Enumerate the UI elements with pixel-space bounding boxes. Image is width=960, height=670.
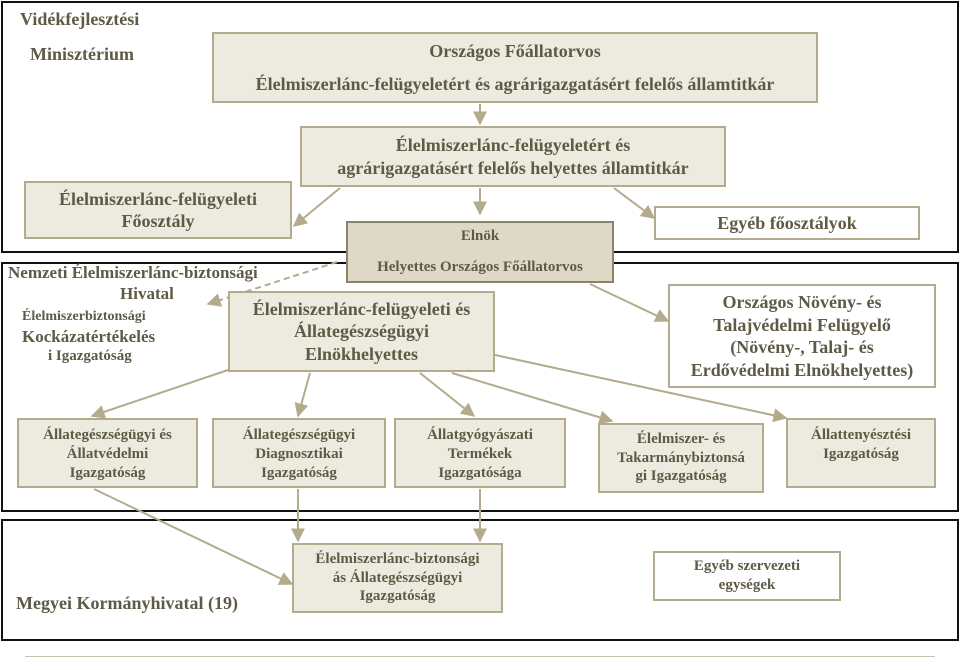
food-chain-department-box: Élelmiszerlánc-felügyeleti Főosztály bbox=[24, 181, 292, 239]
office-name-line1: Nemzeti Élelmiszerlánc-biztonsági bbox=[8, 263, 258, 282]
directorate-line: Igazgatósága bbox=[438, 464, 522, 481]
directorate-animal-breeding: Állattenyésztési Igazgatóság bbox=[786, 418, 936, 488]
arrow-deputy-to-other bbox=[613, 187, 656, 219]
county-office-label: Megyei Kormányhivatal (19) bbox=[16, 593, 238, 613]
president-subtitle: Helyettes Országos Főállatorvos bbox=[377, 259, 583, 275]
plant-inspector-line1: Országos Növény- és bbox=[722, 292, 882, 312]
vice-president-line3: Elnökhelyettes bbox=[304, 343, 418, 364]
directorate-line: Termékek bbox=[447, 445, 513, 462]
risk-assessment-line3: i Igazgatóság bbox=[48, 347, 132, 364]
directorate-line: Takarmánybiztonsá bbox=[617, 449, 745, 466]
arrow-vp-to-dir5 bbox=[494, 354, 788, 423]
arrow-dir1-to-county bbox=[93, 488, 294, 585]
chief-vet-box: Országos Főállatorvos Élelmiszerlánc-fel… bbox=[212, 32, 818, 103]
directorate-diagnostics: Állategészségügyi Diagnosztikai Igazgató… bbox=[212, 418, 386, 488]
directorate-food-feed-safety: Élelmiszer- és Takarmánybiztonsá gi Igaz… bbox=[598, 423, 764, 493]
office-name: Nemzeti Élelmiszerlánc-biztonsági Hivata… bbox=[8, 262, 258, 305]
county-other-units-box: Egyéb szervezeti egységek bbox=[653, 551, 841, 601]
county-food-safety-box: Élelmiszerlánc-biztonsági ás Állategészs… bbox=[292, 543, 503, 613]
arrow-deputy-to-dept bbox=[292, 187, 341, 227]
arrow-vp-to-dir4 bbox=[451, 372, 614, 425]
other-departments-label: Egyéb főosztályok bbox=[717, 212, 857, 233]
plant-inspector-box: Országos Növény- és Talajvédelmi Felügye… bbox=[668, 284, 936, 388]
directorate-line: Diagnosztikai bbox=[255, 445, 343, 462]
county-food-safety-line3: Igazgatóság bbox=[359, 588, 436, 605]
vice-president-line1: Élelmiszerlánc-felügyeleti és bbox=[252, 298, 471, 319]
president-title: Elnök bbox=[460, 228, 500, 245]
food-chain-department-line2: Főosztály bbox=[121, 211, 195, 231]
directorate-line: Állategészségügyi és bbox=[43, 427, 172, 443]
deputy-state-secretary-box: Élelmiszerlánc-felügyeletért és agráriga… bbox=[300, 126, 726, 187]
vice-president-box: Élelmiszerlánc-felügyeleti és Állategész… bbox=[228, 291, 495, 372]
other-departments-box: Egyéb főosztályok bbox=[654, 206, 920, 240]
chief-vet-subtitle: Élelmiszerlánc-felügyeletért és agráriga… bbox=[255, 73, 775, 94]
directorate-line: Állattenyésztési bbox=[811, 427, 911, 443]
directorate-line: Igazgatóság bbox=[69, 464, 146, 481]
ministry-label: Vidékfejlesztési Minisztérium bbox=[20, 8, 139, 65]
ministry-label-line2: Minisztérium bbox=[30, 43, 134, 64]
plant-inspector-line2: Talajvédelmi Felügyelő bbox=[713, 314, 891, 335]
directorate-line: gi Igazgatóság bbox=[635, 468, 727, 485]
directorate-line: Állategészségügyi bbox=[242, 427, 356, 443]
risk-assessment-label: Élelmiszerbiztonsági Kockázatértékelés i… bbox=[22, 308, 155, 366]
arrow-president-to-inspector bbox=[589, 283, 670, 322]
ministry-label-line1: Vidékfejlesztési bbox=[20, 9, 140, 29]
food-chain-department-line1: Élelmiszerlánc-felügyeleti bbox=[59, 188, 257, 209]
chief-vet-title: Országos Főállatorvos bbox=[429, 41, 601, 61]
directorate-line: Állatvédelmi bbox=[66, 445, 149, 462]
arrow-vp-to-dir3 bbox=[419, 372, 476, 417]
directorate-veterinary-products: Állatgyógyászati Termékek Igazgatósága bbox=[394, 418, 566, 488]
directorate-animal-health: Állategészségügyi és Állatvédelmi Igazga… bbox=[17, 418, 198, 488]
president-box: Elnök Helyettes Országos Főállatorvos bbox=[346, 221, 614, 283]
arrow-vp-to-dir1 bbox=[90, 369, 229, 419]
county-other-units-line2: egységek bbox=[718, 577, 776, 593]
directorate-line: Igazgatóság bbox=[261, 464, 337, 481]
deputy-state-secretary-line2: agrárigazgatásért felelős helyettes álla… bbox=[337, 157, 689, 178]
directorate-line: Állatgyógyászati bbox=[427, 427, 533, 443]
risk-assessment-line2: Kockázatértékelés bbox=[22, 326, 156, 346]
footer-divider bbox=[25, 656, 935, 657]
deputy-state-secretary-line1: Élelmiszerlánc-felügyeletért és bbox=[395, 135, 631, 155]
county-other-units-line1: Egyéb szervezeti bbox=[693, 558, 801, 575]
county-food-safety-line1: Élelmiszerlánc-biztonsági bbox=[315, 550, 480, 567]
vice-president-line2: Állategészségügyi bbox=[294, 321, 429, 342]
office-name-line2: Hivatal bbox=[120, 284, 174, 304]
plant-inspector-line3: (Növény-, Talaj- és bbox=[730, 337, 874, 357]
risk-assessment-line1: Élelmiszerbiztonsági bbox=[22, 309, 146, 324]
plant-inspector-line4: Erdővédelmi Elnökhelyettes) bbox=[690, 359, 914, 380]
arrow-vp-to-dir2 bbox=[294, 372, 311, 418]
directorate-line: Igazgatóság bbox=[823, 445, 899, 462]
county-food-safety-line2: ás Állategészségügyi bbox=[332, 569, 463, 586]
directorate-line: Élelmiszer- és bbox=[636, 430, 726, 447]
